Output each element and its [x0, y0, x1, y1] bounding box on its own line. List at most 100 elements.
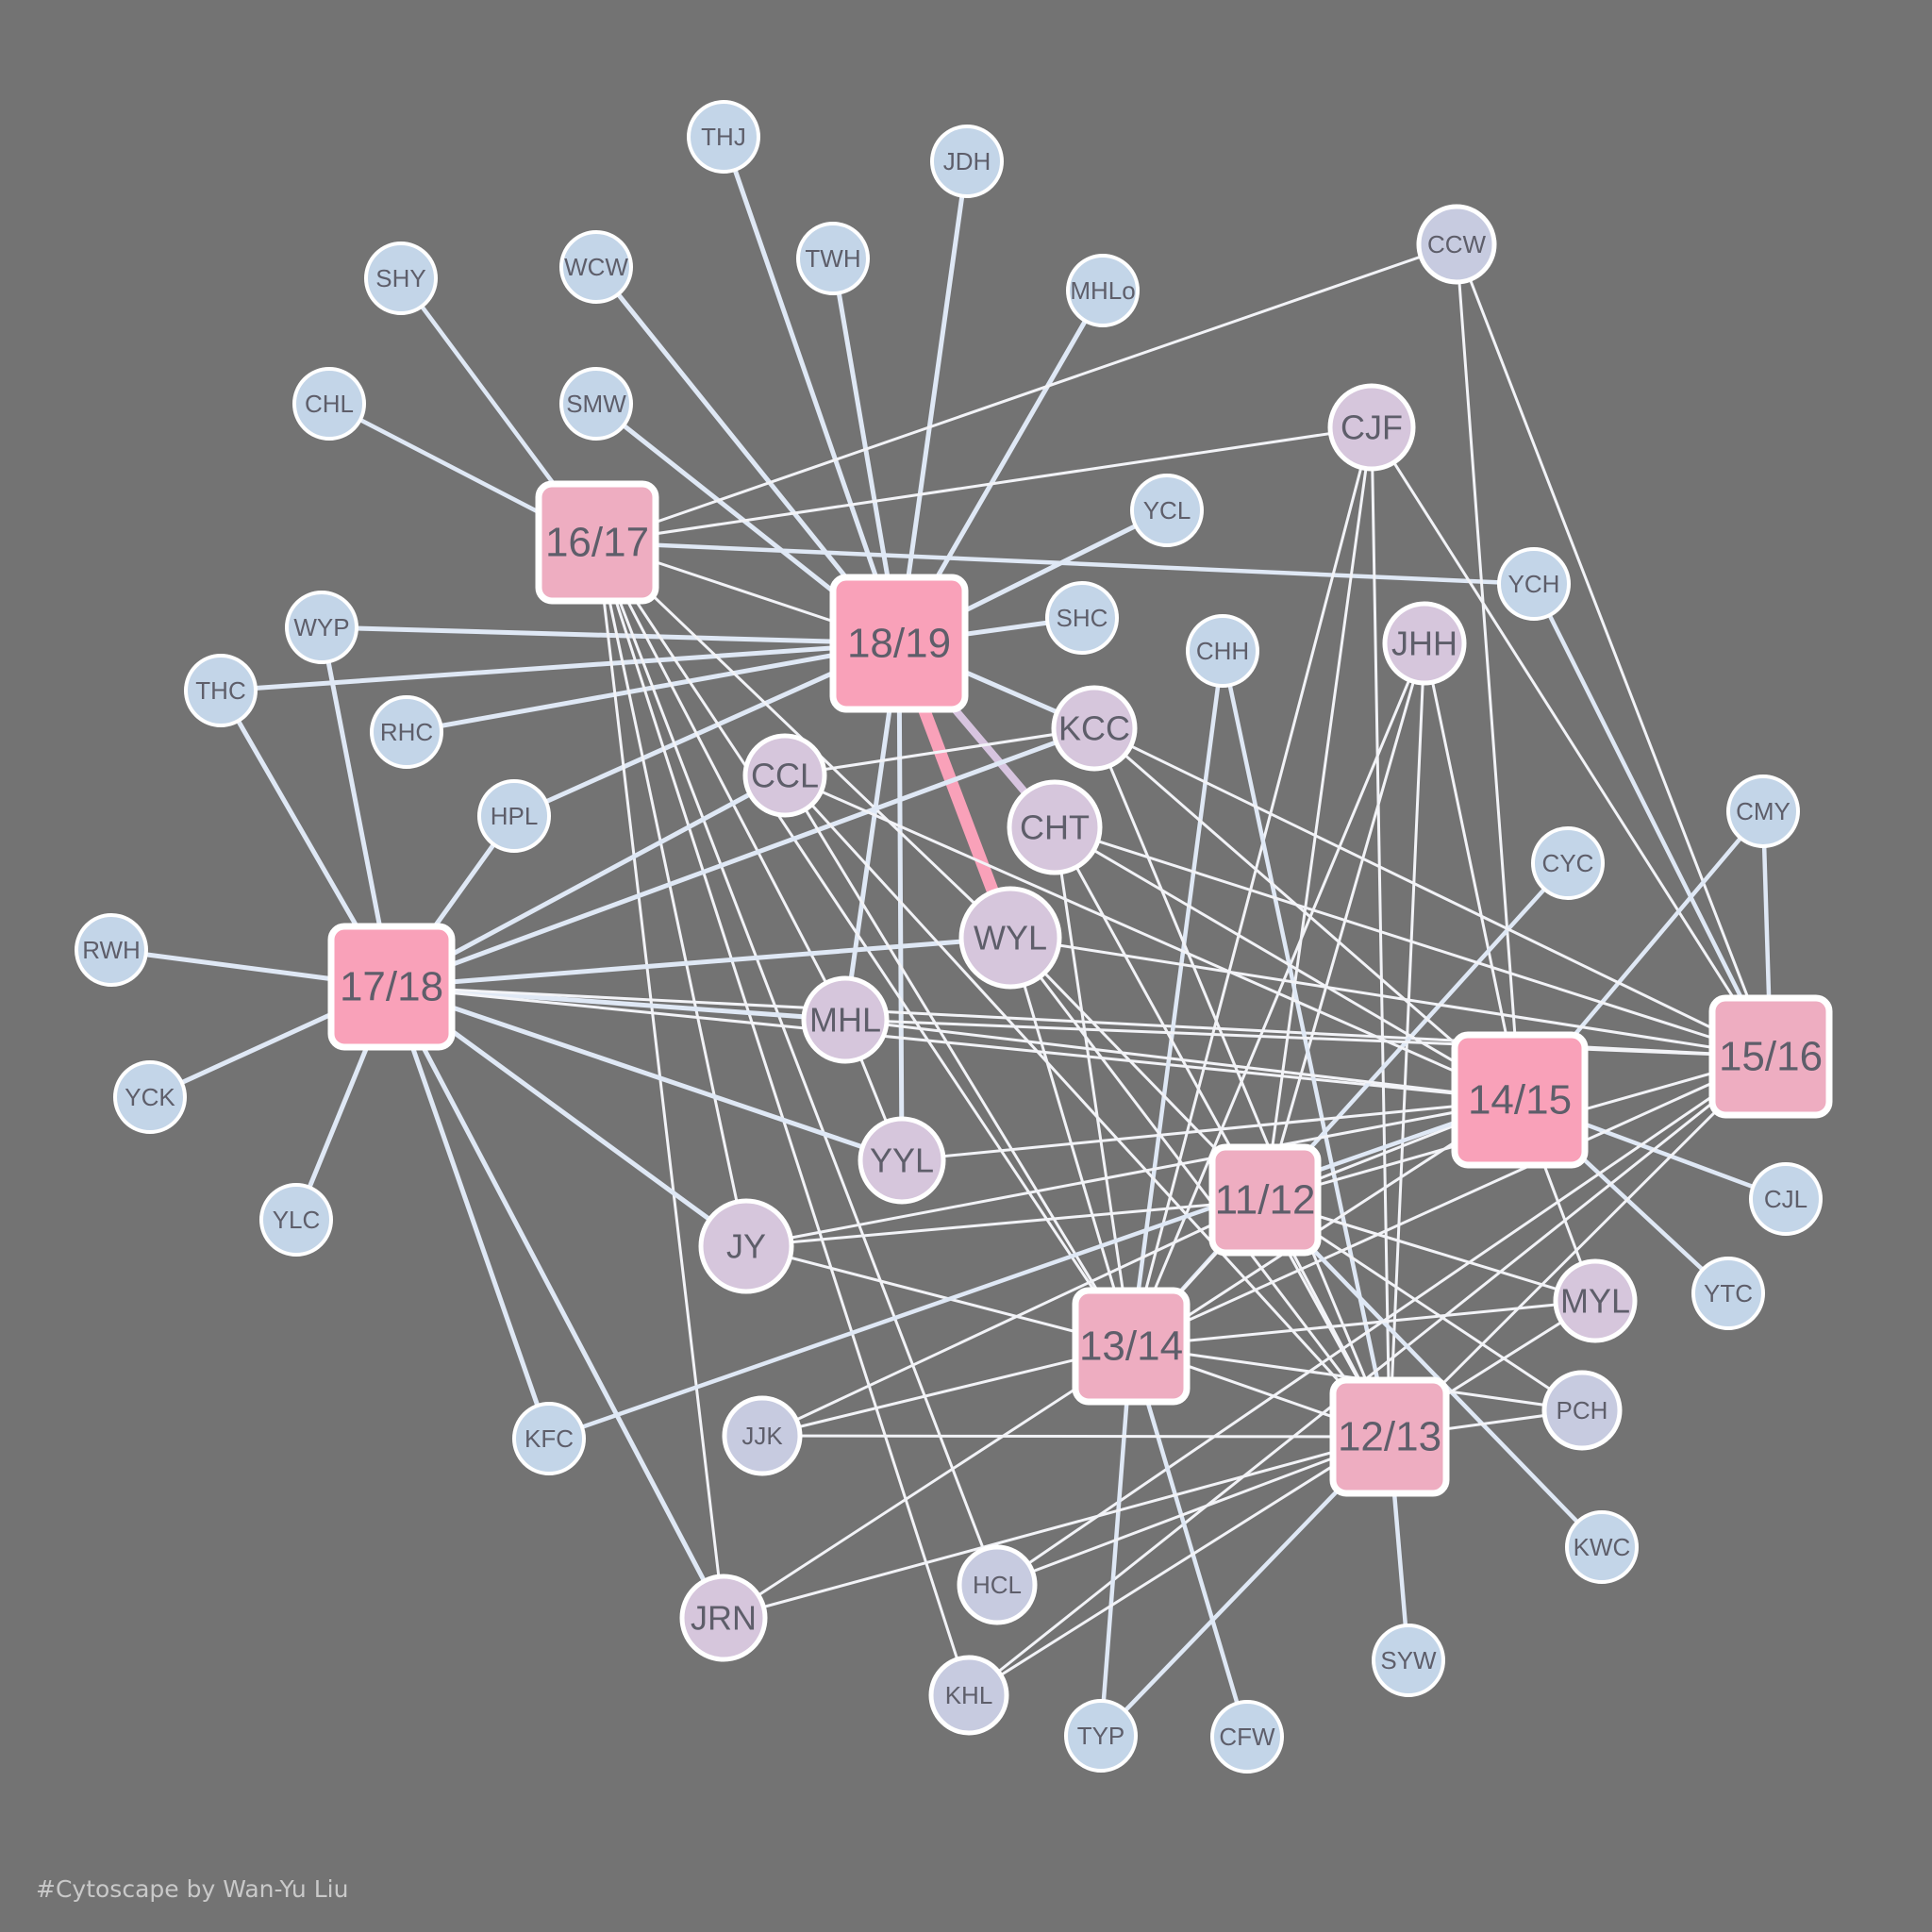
node-label-cjf: CJF [1341, 408, 1403, 447]
node-pch: PCH [1541, 1370, 1623, 1451]
node-label-cht: CHT [1020, 808, 1090, 847]
node-shape-syw [1372, 1624, 1445, 1697]
node-label-hcl: HCL [973, 1571, 1022, 1599]
node-hcl: HCL [957, 1544, 1038, 1625]
node-ych: YCH [1497, 547, 1571, 621]
node-label-shc: SHC [1057, 604, 1108, 632]
node-shape-16-17 [535, 480, 659, 605]
edge-jhh-13-14 [1129, 641, 1426, 1348]
node-label-ycl: YCL [1143, 496, 1191, 525]
node-label-11-12: 11/12 [1215, 1177, 1316, 1224]
edge-12-13-jjk [760, 1434, 1391, 1439]
node-jjk: JJK [722, 1395, 803, 1476]
node-wcw: WCW [559, 230, 633, 304]
edge-cht-15-16 [1053, 825, 1773, 1058]
node-smw: SMW [559, 367, 633, 441]
node-cfw: CFW [1210, 1700, 1284, 1774]
node-shape-ych [1497, 547, 1571, 621]
node-shape-rwh [75, 913, 148, 987]
node-shape-14-15 [1451, 1031, 1589, 1169]
edge-16-17-cjf [595, 425, 1374, 544]
node-label-16-17: 16/17 [545, 520, 649, 566]
edge-18-19-thj [721, 134, 902, 646]
node-shape-yyl [858, 1116, 946, 1205]
edge-13-14-cfw [1128, 1343, 1250, 1740]
node-shape-wyp [285, 591, 358, 664]
node-ytc: YTC [1691, 1257, 1765, 1330]
edge-cht-13-14 [1053, 825, 1133, 1348]
node-shape-smw [559, 367, 633, 441]
node-shape-kfc [512, 1402, 586, 1475]
node-13-14: 13/14 [1072, 1287, 1191, 1406]
node-wyl: WYL [958, 886, 1062, 990]
node-label-15-16: 15/16 [1719, 1034, 1823, 1080]
node-18-19: 18/19 [829, 574, 969, 713]
node-shape-hcl [957, 1544, 1038, 1625]
credit-text: #Cytoscape by Wan-Yu Liu [36, 1875, 349, 1903]
node-11-12: 11/12 [1208, 1143, 1322, 1257]
edge-13-14-jjk [760, 1344, 1133, 1438]
node-shape-thc [184, 654, 258, 727]
edge-wyl-12-13 [1008, 936, 1391, 1439]
node-label-hpl: HPL [491, 802, 539, 830]
edge-16-17-ych [594, 540, 1537, 587]
node-label-14-15: 14/15 [1468, 1077, 1572, 1124]
edge-jy-14-15 [744, 1098, 1522, 1248]
edge-13-14-myl [1129, 1299, 1597, 1348]
node-ylc: YLC [259, 1183, 333, 1257]
node-ccl: CCL [742, 733, 827, 818]
edge-ccl-12-13 [783, 774, 1391, 1439]
node-yyl: YYL [858, 1116, 946, 1205]
edge-jy-13-14 [744, 1244, 1133, 1348]
node-shape-khl [928, 1655, 1009, 1736]
node-shape-15-16 [1708, 994, 1833, 1119]
edge-15-16-13-14 [1129, 1055, 1773, 1348]
node-label-cfw: CFW [1219, 1723, 1275, 1751]
node-label-yck: YCK [125, 1083, 175, 1111]
node-shape-yck [113, 1060, 187, 1134]
node-jy: JY [698, 1198, 794, 1294]
node-shape-17-18 [327, 923, 456, 1051]
node-shape-12-13 [1329, 1376, 1450, 1497]
node-shape-ylc [259, 1183, 333, 1257]
edge-cht-12-13 [1053, 825, 1391, 1439]
edge-cjf-15-16 [1370, 425, 1773, 1058]
node-shape-wyl [958, 886, 1062, 990]
edge-17-18-yyl [389, 984, 905, 1163]
edge-wyl-15-16 [1008, 936, 1773, 1058]
node-label-mhl: MHL [809, 1001, 881, 1040]
node-layer: 18/1917/1816/1715/1614/1513/1412/1311/12… [75, 100, 1833, 1774]
edge-16-17-mhl [595, 541, 847, 1022]
node-chh: CHH [1186, 614, 1259, 688]
node-shape-ycl [1130, 474, 1204, 547]
node-khl: KHL [928, 1655, 1009, 1736]
node-label-typ: TYP [1077, 1722, 1125, 1750]
node-label-jrn: JRN [691, 1599, 757, 1638]
node-mhlo: MHLo [1066, 254, 1140, 327]
node-shc: SHC [1045, 581, 1119, 655]
node-label-13-14: 13/14 [1079, 1324, 1183, 1370]
edge-myl-khl [967, 1299, 1597, 1697]
node-thc: THC [184, 654, 258, 727]
node-shape-shy [364, 242, 438, 315]
node-label-cyc: CYC [1542, 849, 1594, 877]
edge-17-18-ccl [389, 773, 788, 990]
node-label-jdh: JDH [943, 147, 991, 175]
edge-yyl-14-15 [900, 1098, 1522, 1162]
node-cjf: CJF [1327, 383, 1416, 472]
node-label-pch: PCH [1557, 1396, 1608, 1424]
node-17-18: 17/18 [327, 923, 456, 1051]
node-shape-rhc [370, 695, 443, 769]
edge-17-18-wyl [389, 935, 1013, 990]
edge-12-13-jrn [722, 1435, 1391, 1620]
node-label-ccw: CCW [1427, 230, 1487, 258]
node-jdh: JDH [930, 125, 1004, 198]
edge-ccw-15-16 [1455, 242, 1773, 1058]
node-shape-ccw [1416, 204, 1497, 285]
node-label-thj: THJ [701, 123, 746, 151]
node-shape-18-19 [829, 574, 969, 713]
node-shape-chh [1186, 614, 1259, 688]
node-shape-jhh [1382, 601, 1467, 686]
edge-ccl-14-15 [783, 774, 1522, 1102]
node-shape-mhlo [1066, 254, 1140, 327]
